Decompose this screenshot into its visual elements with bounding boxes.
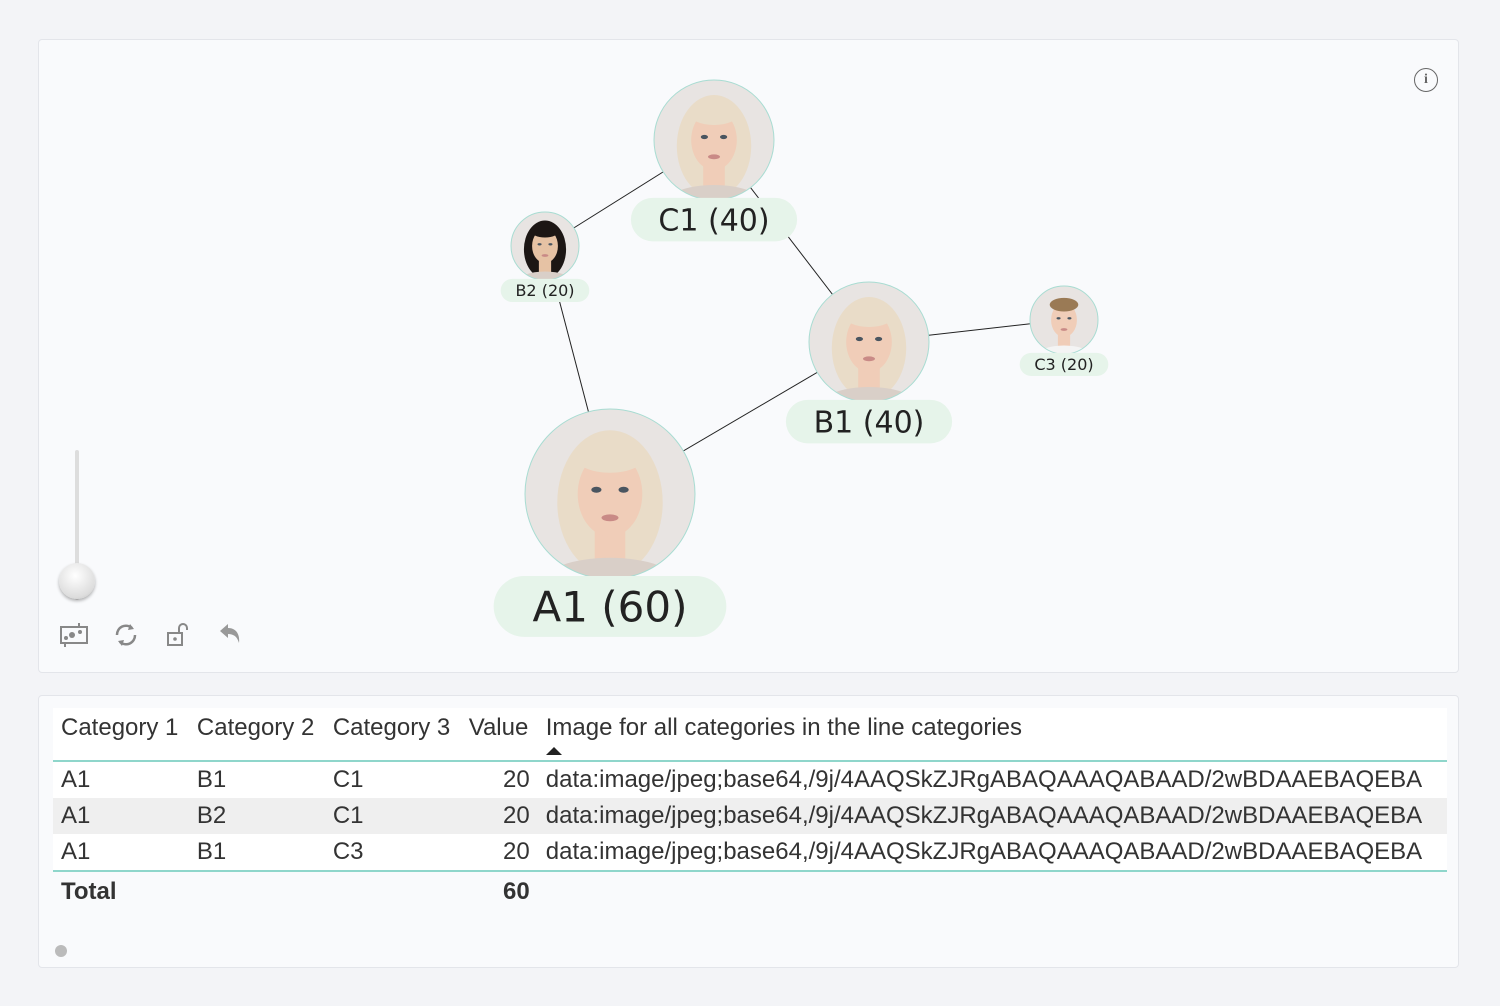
- cell-image: data:image/jpeg;base64,/9j/4AAQSkZJRgABA…: [537, 798, 1447, 834]
- node-label-pill: [493, 575, 727, 637]
- cell-category-2: B2: [188, 798, 325, 834]
- cell-image: data:image/jpeg;base64,/9j/4AAQSkZJRgABA…: [545, 766, 1423, 793]
- node-label: B2 (20): [515, 281, 574, 300]
- zoom-slider-track[interactable]: [75, 450, 79, 600]
- graph-toolbar: [59, 620, 245, 650]
- empty-cell: [324, 871, 461, 910]
- man-avatar: [1030, 286, 1098, 354]
- network-graph[interactable]: C1 (40) B2 (20) B1 (40) C3 (20) A1 (60): [39, 40, 1458, 672]
- cell-value: 20: [503, 766, 530, 793]
- column-header-category-2[interactable]: Category 2: [188, 708, 325, 762]
- info-icon[interactable]: i: [1414, 68, 1438, 92]
- node-A1[interactable]: A1 (60): [493, 408, 727, 637]
- column-header-image[interactable]: Image for all categories in the line cat…: [537, 708, 1447, 762]
- column-header-category-1[interactable]: Category 1: [53, 708, 189, 762]
- node-label-pill: [500, 278, 590, 303]
- cell-value: 20: [460, 834, 538, 872]
- total-value: 60: [460, 871, 538, 910]
- table-row[interactable]: A1 B1 C1 20 data:image/jpeg;base64,/9j/4AAQS…: [53, 761, 1447, 798]
- node-label: B1 (40): [814, 405, 925, 440]
- node-label-pill: [630, 197, 798, 242]
- node-label: C3 (20): [1034, 355, 1093, 374]
- node-label: C1 (40): [658, 203, 769, 238]
- blonde-woman-avatar: [654, 80, 774, 200]
- undo-icon[interactable]: [215, 620, 245, 650]
- blonde-woman-avatar: [809, 282, 929, 402]
- total-label: Total: [53, 871, 189, 910]
- cell-category-3: C1: [332, 766, 364, 793]
- cell-category-3: C1: [324, 798, 461, 834]
- table-header-row: Category 1 Category 2 Category 3 Value I…: [53, 708, 1447, 762]
- node-label-pill: [785, 399, 953, 444]
- blonde-woman-avatar: [525, 409, 695, 579]
- fit-view-icon[interactable]: [59, 620, 89, 650]
- cell-category-1: A1: [61, 766, 91, 793]
- column-header-value[interactable]: Value: [460, 708, 538, 762]
- unlock-icon[interactable]: [163, 620, 193, 650]
- empty-cell: [537, 871, 1447, 910]
- cell-image: data:image/jpeg;base64,/9j/4AAQSkZJRgABA…: [537, 834, 1447, 872]
- cell-category-2: B1: [188, 834, 325, 872]
- node-label: A1 (60): [532, 583, 687, 632]
- node-label-pill: [1019, 352, 1109, 377]
- cell-category-1: A1: [53, 834, 189, 872]
- node-C3[interactable]: C3 (20): [1019, 285, 1109, 377]
- horizontal-scrollbar[interactable]: [55, 945, 67, 957]
- refresh-icon[interactable]: [111, 620, 141, 650]
- network-graph-visual: C1 (40) B2 (20) B1 (40) C3 (20) A1 (60) i: [38, 39, 1459, 673]
- cell-category-3: C3: [324, 834, 461, 872]
- cell-category-1: A1: [53, 798, 189, 834]
- dark-hair-woman-avatar: [511, 212, 579, 280]
- column-header-category-3[interactable]: Category 3: [324, 708, 461, 762]
- empty-cell: [188, 871, 325, 910]
- total-row: Total 60: [53, 871, 1447, 910]
- cell-category-2: B1: [196, 766, 227, 793]
- node-B2[interactable]: B2 (20): [500, 211, 590, 303]
- table-visual: Category 1 Category 2 Category 3 Value I…: [38, 695, 1459, 968]
- sort-ascending-icon: [545, 747, 562, 755]
- data-table: Category 1 Category 2 Category 3 Value I…: [53, 708, 1447, 910]
- node-C1[interactable]: C1 (40): [630, 79, 798, 242]
- node-B1[interactable]: B1 (40): [785, 281, 953, 444]
- column-header-image-label: Image for all categories in the line cat…: [545, 714, 1023, 741]
- zoom-slider-thumb[interactable]: [59, 563, 95, 599]
- cell-value: 20: [460, 798, 538, 834]
